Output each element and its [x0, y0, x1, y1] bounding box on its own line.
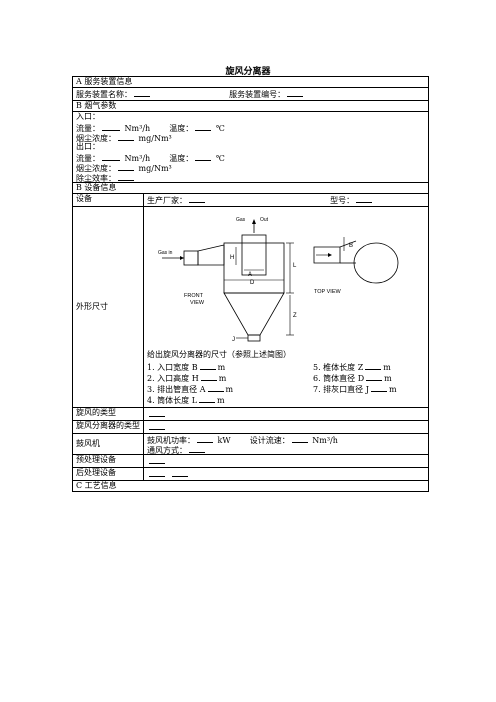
outlet-flow-field[interactable] — [102, 152, 120, 161]
cyclone-cone — [223, 292, 285, 336]
inlet-flow-row: 流量： Nm³/h 温度： ℃ — [76, 122, 225, 133]
dim-a-field[interactable] — [207, 383, 224, 392]
gas-out-label-1: Gas — [236, 217, 246, 223]
service-name-field[interactable] — [134, 88, 150, 97]
maker-field[interactable] — [189, 194, 205, 203]
z-label: Z — [293, 313, 297, 319]
inlet-temp-field[interactable] — [195, 122, 212, 131]
flue-gas-params: 入口： 流量： Nm³/h 温度： ℃ 烟尘浓度： mg/Nm³ 出口： 流量：… — [71, 111, 430, 183]
cyclone-form-table: A 服务装置信息 服务装置名称： 服务装置编号： B 烟气参数 入口： 流量： … — [71, 76, 430, 492]
inlet-duct-end — [183, 250, 199, 266]
efficiency-field[interactable] — [118, 172, 134, 181]
top-view-label: TOP VIEW — [314, 289, 342, 295]
page-title: 旋风分离器 — [225, 67, 271, 77]
gas-out-label-2: Out — [260, 217, 269, 223]
service-device-row: 服务装置名称： 服务装置编号： — [71, 87, 430, 101]
pre-treatment-row: 预处理设备 — [72, 454, 430, 468]
dim-z-field[interactable] — [365, 361, 382, 370]
dust-outlet — [247, 334, 261, 342]
post-treatment-label: 后处理设备 — [72, 467, 144, 481]
post-treatment-row: 后处理设备 — [72, 467, 430, 481]
l-label: L — [293, 263, 297, 269]
dim-l-field[interactable] — [199, 394, 216, 403]
front-view-label-1: FRONT — [184, 293, 204, 299]
outlet-pipe — [241, 234, 267, 276]
service-code-field[interactable] — [287, 88, 304, 97]
front-view-label-2: VIEW — [190, 300, 205, 306]
j-label: J — [232, 337, 235, 343]
inlet-label: 入口： — [76, 112, 100, 121]
outlet-dust-field[interactable] — [118, 162, 134, 171]
top-view-body — [353, 242, 399, 284]
cyclone-type-field[interactable] — [149, 408, 165, 417]
outlet-dust-row: 烟尘浓度： mg/Nm³ — [76, 162, 172, 173]
dim-b-field[interactable] — [199, 361, 216, 370]
inlet-dust-field[interactable] — [118, 132, 134, 141]
gas-out-arrowhead — [252, 219, 256, 224]
outlet-flow-row: 流量： Nm³/h 温度： ℃ — [76, 152, 225, 163]
service-code-label: 服务装置编号： — [229, 90, 286, 99]
dimensions-label: 外形尺寸 — [72, 206, 144, 408]
gas-in-label: Gas in — [158, 250, 173, 256]
outlet-temp-field[interactable] — [195, 152, 212, 161]
h-label: H — [230, 255, 234, 261]
section-c-header: C 工艺信息 — [71, 480, 430, 492]
post-treatment-field-1[interactable] — [149, 468, 165, 477]
efficiency-row: 除尘效率： — [76, 172, 425, 183]
diagram-caption: 给出旋风分离器的尺寸（参照上述简图） — [147, 350, 291, 359]
equipment-label: 设备 — [72, 193, 144, 207]
dim-h-field[interactable] — [200, 372, 217, 381]
b-label: B — [349, 243, 353, 249]
inlet-dust-row: 烟尘浓度： mg/Nm³ — [76, 132, 172, 143]
pre-treatment-label: 预处理设备 — [72, 454, 144, 468]
vent-mode-field[interactable] — [189, 444, 205, 453]
gas-in-arrowhead — [180, 256, 184, 260]
fan-row: 鼓风机 鼓风机功率： kW 设计流速： Nm³/h 通风方式： — [72, 433, 430, 455]
service-name-label: 服务装置名称： — [76, 90, 132, 99]
inlet-flow-field[interactable] — [102, 122, 120, 131]
dimensions-row: 外形尺寸 Gas in Gas Out H — [72, 206, 430, 408]
cyclone-diagram: Gas in Gas Out H A D — [158, 217, 399, 343]
fan-power-field[interactable] — [197, 434, 213, 443]
equipment-row: 设备 生产厂家： 型号： — [72, 193, 430, 207]
section-b-equip-header: B 设备信息 — [71, 182, 430, 194]
a-label: A — [248, 272, 252, 278]
fan-label: 鼓风机 — [72, 433, 144, 455]
separator-type-row: 旋风分离器的类型 — [72, 420, 430, 434]
section-b-flue-header: B 烟气参数 — [71, 100, 430, 112]
model-field[interactable] — [356, 194, 373, 203]
dim-d-field[interactable] — [366, 372, 383, 381]
cyclone-type-label: 旋风的类型 — [72, 407, 144, 421]
design-flow-field[interactable] — [291, 434, 308, 443]
outlet-label: 出口： — [76, 142, 100, 151]
inlet-transition — [197, 244, 225, 266]
cyclone-type-row: 旋风的类型 — [72, 407, 430, 421]
d-label: D — [250, 280, 255, 286]
pre-treatment-field[interactable] — [149, 455, 165, 464]
section-a-header: A 服务装置信息 — [71, 76, 430, 88]
dim-j-field[interactable] — [370, 383, 387, 392]
separator-type-label: 旋风分离器的类型 — [72, 420, 144, 434]
post-treatment-field-2[interactable] — [171, 468, 188, 477]
separator-type-field[interactable] — [149, 421, 165, 430]
